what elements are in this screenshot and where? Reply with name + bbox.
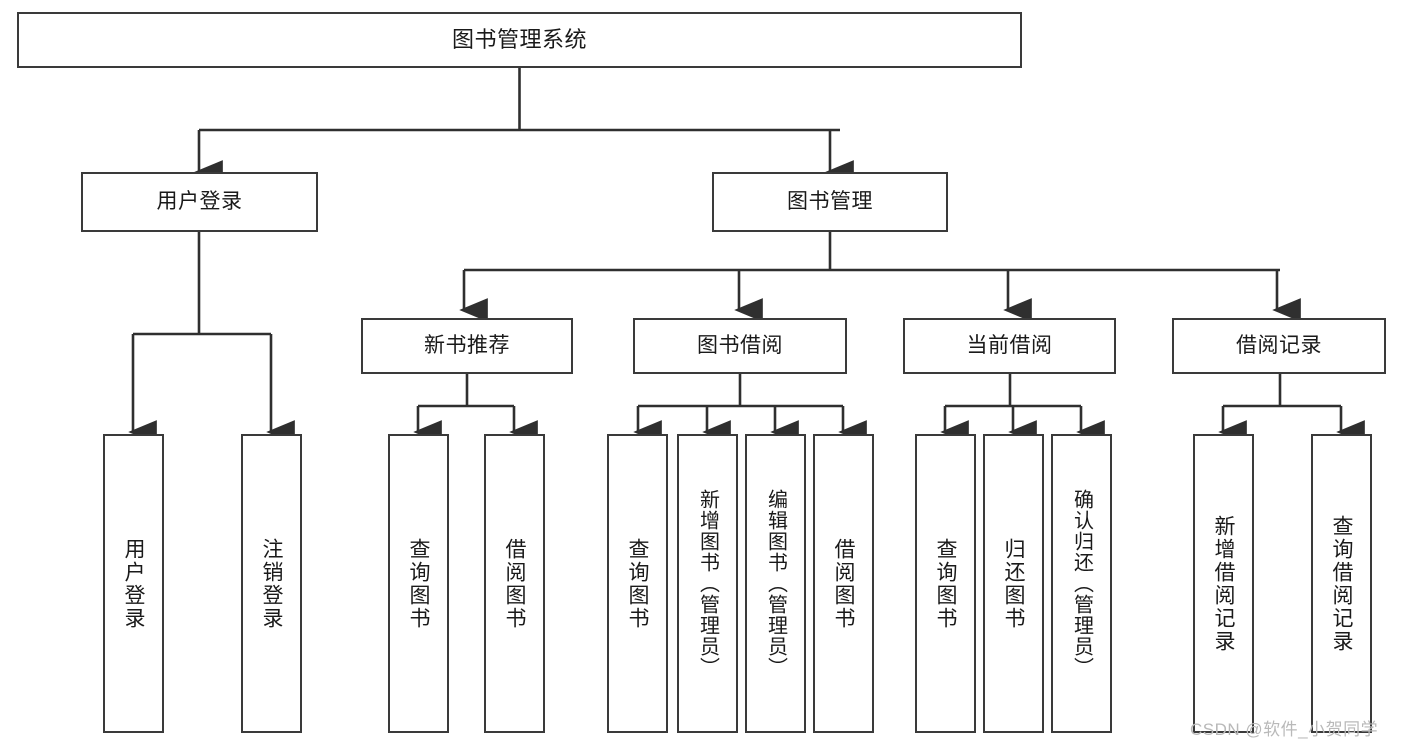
node-current-borrow[interactable]: 当前借阅 — [903, 318, 1116, 374]
node-label: 图书管理系统 — [451, 27, 587, 53]
leaf-book-borrow-borrow-books[interactable]: 借阅图书 — [813, 434, 874, 733]
node-label: 归还图书 — [1002, 537, 1025, 630]
leaf-book-borrow-edit-book-admin[interactable]: 编辑图书（管理员） — [745, 434, 806, 733]
node-label: 图书借阅 — [697, 333, 783, 357]
leaf-user-login-login[interactable]: 用户登录 — [103, 434, 164, 733]
leaf-current-borrow-query-books[interactable]: 查询图书 — [915, 434, 976, 733]
node-label: 确认归还（管理员） — [1070, 489, 1093, 678]
node-book-borrow[interactable]: 图书借阅 — [633, 318, 847, 374]
node-label: 当前借阅 — [966, 333, 1053, 357]
node-new-book-recommend[interactable]: 新书推荐 — [361, 318, 573, 374]
node-label: 查询图书 — [626, 537, 649, 630]
leaf-book-borrow-add-book-admin[interactable]: 新增图书（管理员） — [677, 434, 738, 733]
leaf-borrow-record-add-record[interactable]: 新增借阅记录 — [1193, 434, 1254, 733]
node-label: 用户登录 — [156, 189, 243, 213]
leaf-book-borrow-query-books[interactable]: 查询图书 — [607, 434, 668, 733]
leaf-new-book-query-books[interactable]: 查询图书 — [388, 434, 449, 733]
watermark-text: CSDN @软件_小贺同学 — [1190, 720, 1379, 739]
leaf-user-login-logout[interactable]: 注销登录 — [241, 434, 302, 733]
node-label: 查询图书 — [934, 537, 957, 630]
node-label: 新增图书（管理员） — [696, 489, 719, 678]
node-label: 借阅图书 — [503, 537, 526, 630]
node-user-login[interactable]: 用户登录 — [81, 172, 318, 232]
node-label: 借阅图书 — [832, 537, 855, 630]
leaf-new-book-borrow-books[interactable]: 借阅图书 — [484, 434, 545, 733]
node-label: 新书推荐 — [424, 333, 510, 357]
node-label: 编辑图书（管理员） — [764, 489, 787, 678]
leaf-current-borrow-confirm-return-admin[interactable]: 确认归还（管理员） — [1051, 434, 1112, 733]
node-book-management[interactable]: 图书管理 — [712, 172, 948, 232]
node-label: 查询图书 — [407, 537, 430, 630]
leaf-current-borrow-return-books[interactable]: 归还图书 — [983, 434, 1044, 733]
node-label: 新增借阅记录 — [1212, 514, 1235, 653]
node-label: 用户登录 — [122, 537, 145, 630]
leaf-borrow-record-query-record[interactable]: 查询借阅记录 — [1311, 434, 1372, 733]
node-label: 注销登录 — [260, 537, 283, 630]
node-borrow-record[interactable]: 借阅记录 — [1172, 318, 1386, 374]
node-root-book-management-system[interactable]: 图书管理系统 — [17, 12, 1022, 68]
node-label: 查询借阅记录 — [1330, 514, 1353, 653]
node-label: 借阅记录 — [1236, 333, 1322, 357]
node-label: 图书管理 — [787, 189, 873, 213]
